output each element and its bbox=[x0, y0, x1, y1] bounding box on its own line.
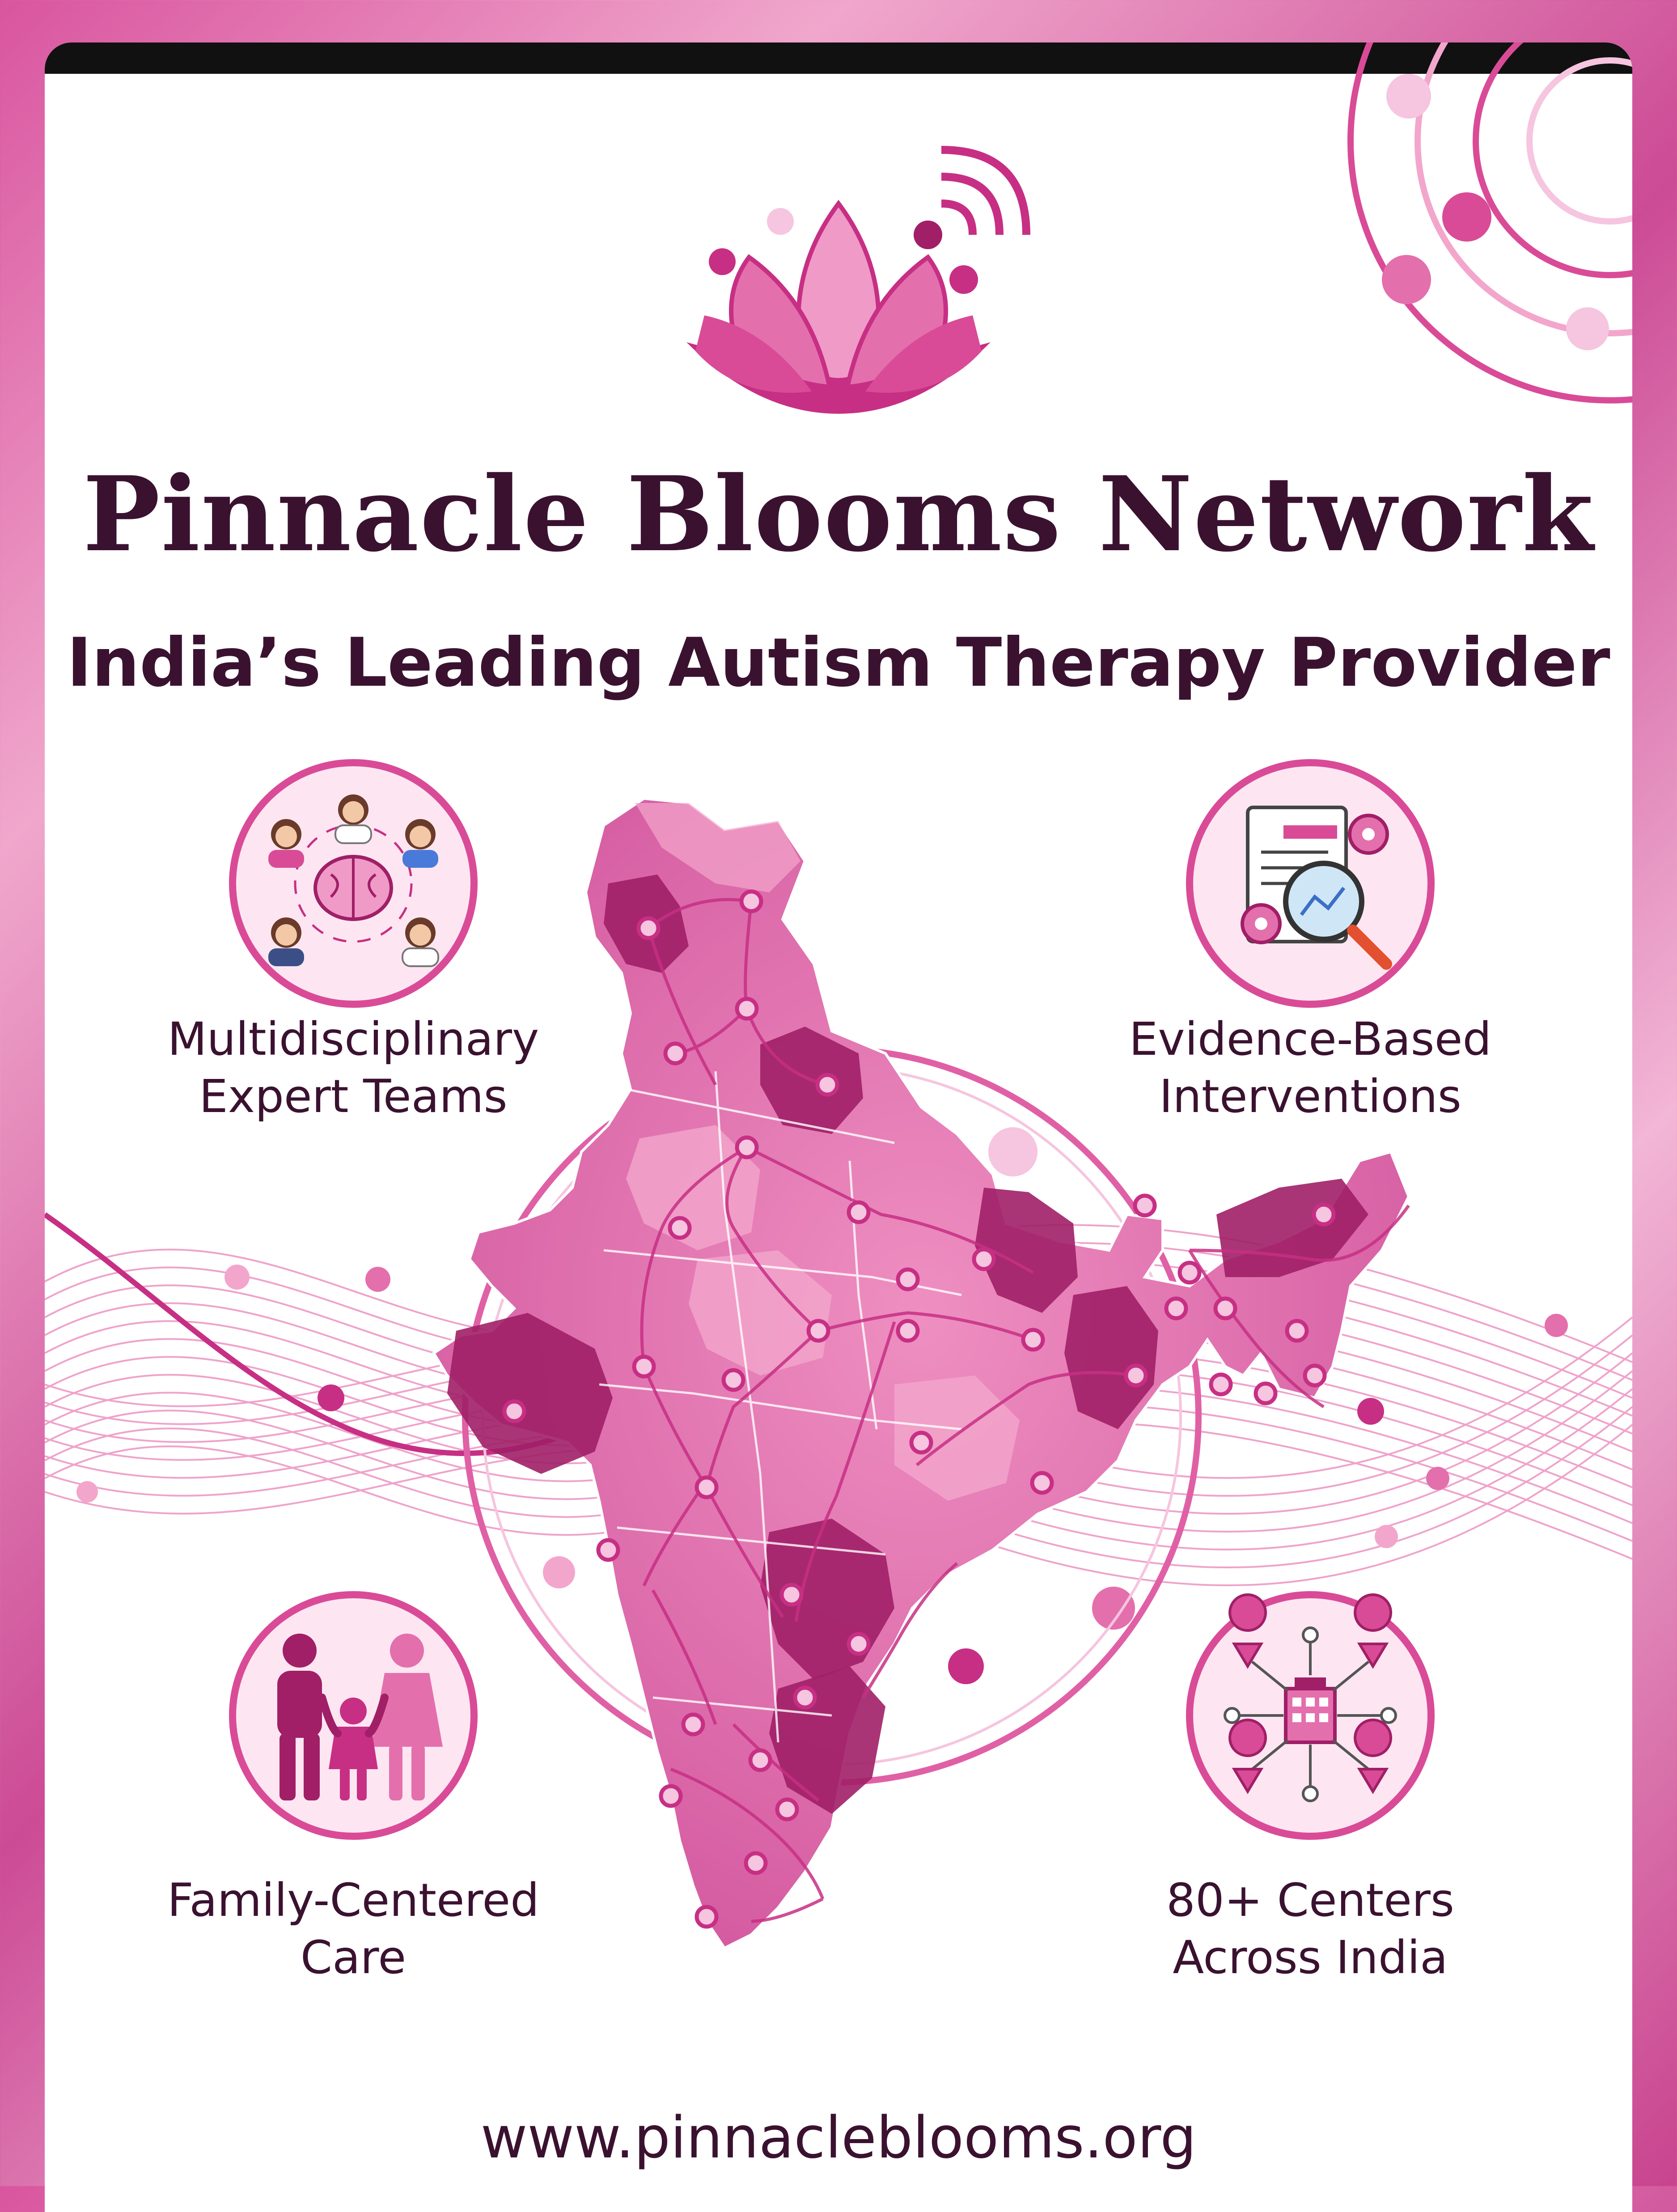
website-url[interactable]: www.pinnacleblooms.org bbox=[480, 2105, 1197, 2171]
center-network-icon bbox=[1186, 1591, 1435, 1840]
feature-family-centered: Family-Centered Care bbox=[107, 1872, 599, 1987]
feature-line: Multidisciplinary bbox=[167, 1013, 539, 1066]
feature-line: Interventions bbox=[1159, 1070, 1461, 1123]
feature-line: 80+ Centers bbox=[1166, 1874, 1455, 1927]
network-lines bbox=[640, 898, 1410, 1923]
poster-card: Pinnacle Blooms Network India’s Leading … bbox=[45, 42, 1632, 2212]
feature-centers-across-india: 80+ Centers Across India bbox=[1064, 1872, 1556, 1987]
feature-line: Expert Teams bbox=[199, 1070, 508, 1123]
feature-line: Care bbox=[300, 1931, 407, 1984]
corner-dot bbox=[1386, 74, 1431, 119]
page-subtitle: India’s Leading Autism Therapy Provider bbox=[67, 624, 1610, 702]
corner-arcs bbox=[1347, 42, 1632, 403]
wave-dots bbox=[76, 1127, 1568, 1684]
accent-wave bbox=[45, 1212, 583, 1456]
network-nodes bbox=[502, 889, 1336, 1929]
corner-dot bbox=[1566, 307, 1609, 350]
lotus-logo-icon bbox=[686, 146, 1030, 414]
feature-line: Evidence-Based bbox=[1129, 1013, 1492, 1066]
feature-evidence-based: Evidence-Based Interventions bbox=[1064, 1011, 1556, 1125]
feature-line: Across India bbox=[1173, 1931, 1448, 1984]
team-brain-icon bbox=[229, 759, 478, 1008]
feature-expert-teams: Multidisciplinary Expert Teams bbox=[107, 1011, 599, 1125]
corner-dot bbox=[1442, 192, 1491, 242]
document-magnifier-icon bbox=[1186, 759, 1435, 1008]
background-graphics bbox=[45, 42, 1632, 1950]
corner-dot bbox=[1382, 255, 1431, 304]
family-icon bbox=[229, 1591, 478, 1840]
page-title: Pinnacle Blooms Network bbox=[83, 454, 1594, 575]
feature-line: Family-Centered bbox=[167, 1874, 539, 1927]
